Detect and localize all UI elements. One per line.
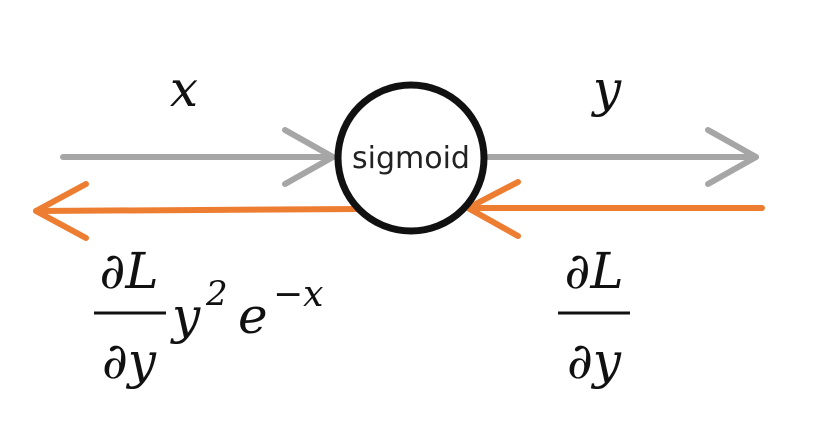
forward-input-arrow bbox=[60, 127, 336, 187]
upstream-gradient-expression: ∂L ∂y bbox=[558, 242, 630, 390]
node-label: sigmoid bbox=[352, 141, 470, 176]
output-variable-label: y bbox=[591, 60, 622, 118]
local-grad-numerator: ∂L bbox=[99, 242, 158, 300]
local-grad-exp-exponent: −x bbox=[273, 274, 323, 315]
upstream-grad-numerator: ∂L bbox=[564, 242, 623, 300]
local-gradient-expression: ∂L ∂y y 2 e −x bbox=[94, 242, 323, 390]
sigmoid-node bbox=[334, 81, 488, 235]
input-variable-label: x bbox=[170, 60, 198, 118]
upstream-grad-denominator: ∂y bbox=[567, 332, 622, 390]
backward-output-arrow bbox=[33, 181, 363, 241]
backward-input-arrow bbox=[465, 179, 765, 239]
local-grad-factor-base: y bbox=[170, 287, 201, 345]
forward-output-arrow bbox=[485, 127, 759, 187]
local-grad-denominator: ∂y bbox=[102, 332, 157, 390]
local-grad-exp-base: e bbox=[238, 287, 268, 345]
local-grad-factor-base-exponent: 2 bbox=[205, 274, 228, 314]
